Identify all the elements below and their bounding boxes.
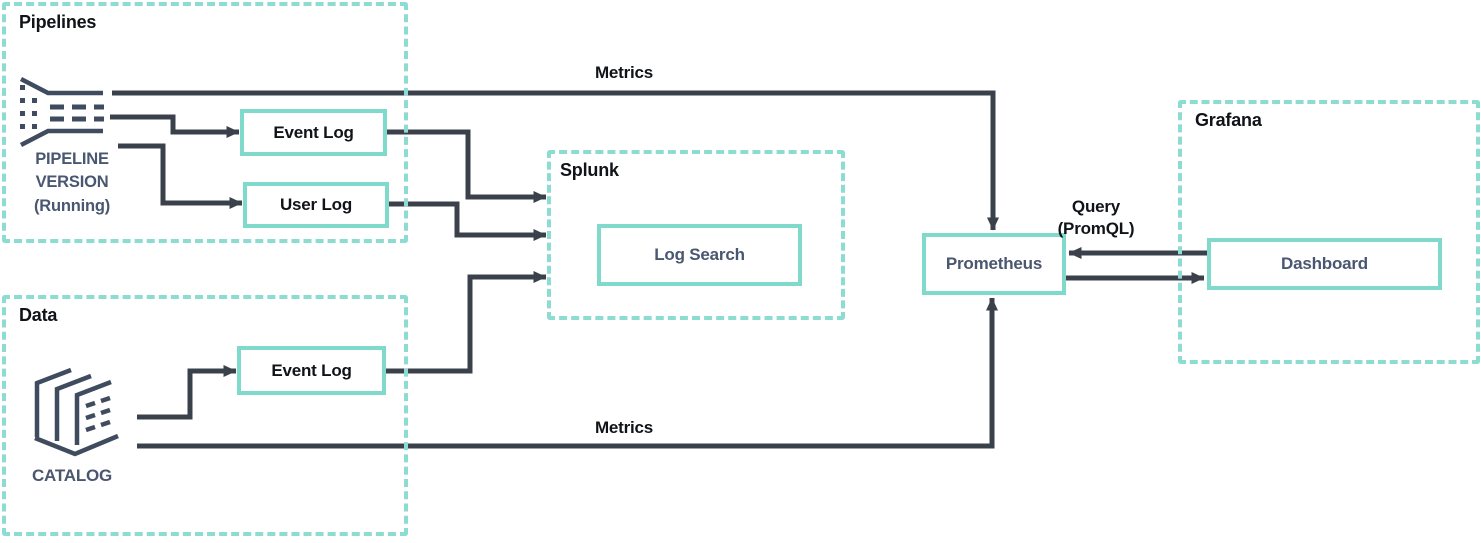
node-user-log: User Log — [243, 182, 389, 228]
node-prometheus: Prometheus — [922, 233, 1066, 295]
node-log-search: Log Search — [597, 224, 802, 286]
group-grafana: Grafana — [1178, 100, 1480, 364]
edge-catalog-to-event-log — [137, 365, 237, 420]
catalog-stack-icon — [30, 363, 125, 461]
metrics-bottom-label: Metrics — [594, 418, 654, 437]
pipeline-funnel-icon — [16, 70, 121, 152]
edge-event-log-to-splunk — [387, 129, 547, 203]
group-pipelines: Pipelines — [2, 2, 408, 243]
node-user-log-label: User Log — [279, 195, 353, 214]
group-data: Data — [2, 295, 408, 536]
group-grafana-label: Grafana — [1195, 110, 1262, 130]
node-dashboard-label: Dashboard — [1281, 254, 1368, 273]
query-promql-label: Query (PromQL) — [1057, 197, 1135, 239]
edge-user-log-to-splunk — [389, 201, 547, 241]
metrics-top-label: Metrics — [594, 63, 654, 82]
node-dashboard: Dashboard — [1207, 238, 1442, 290]
group-pipelines-label: Pipelines — [19, 12, 97, 32]
group-splunk: Splunk — [547, 150, 845, 320]
group-data-label: Data — [19, 305, 58, 325]
node-prometheus-label: Prometheus — [945, 254, 1043, 273]
node-event-log-pipelines: Event Log — [240, 109, 387, 156]
edge-pipeline-to-user-log — [118, 143, 243, 209]
pipeline-version-caption: PIPELINE VERSION (Running) — [33, 150, 111, 215]
node-log-search-label: Log Search — [654, 245, 745, 264]
node-event-log-pipelines-label: Event Log — [273, 122, 354, 142]
node-event-log-data: Event Log — [237, 346, 386, 395]
node-event-log-data-label: Event Log — [271, 360, 352, 380]
group-splunk-label: Splunk — [560, 160, 619, 180]
edge-data-event-log-to-splunk — [386, 271, 547, 374]
edge-catalog-metrics-to-prometheus — [137, 297, 998, 449]
edge-pipeline-to-event-log — [110, 114, 240, 138]
catalog-caption: CATALOG — [31, 466, 113, 485]
